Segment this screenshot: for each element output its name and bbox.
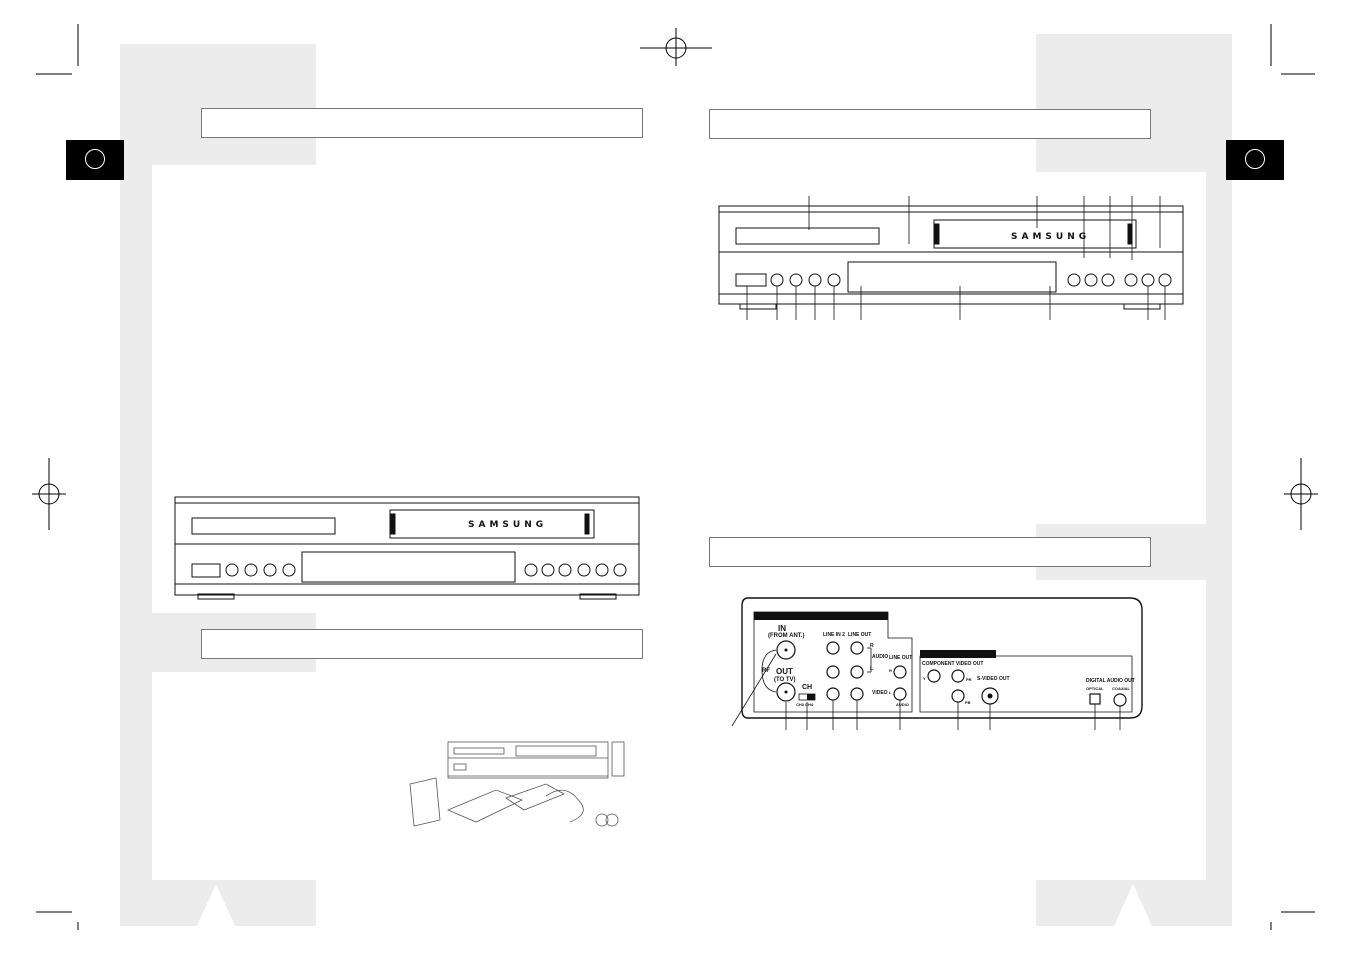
- component-pr-label: PR: [966, 677, 972, 682]
- line-out2-l-label: L: [889, 690, 892, 695]
- digital-audio-out-label: DIGITAL AUDIO OUT: [1086, 678, 1135, 684]
- section-header-right-top: [709, 109, 1151, 139]
- audio-l-label: L: [870, 666, 874, 672]
- line-out2-r-label: R: [889, 668, 892, 673]
- language-tab-left: [66, 140, 124, 180]
- line-out2-label: LINE OUT: [889, 655, 913, 661]
- rear-panel-diagram: [731, 597, 1143, 730]
- audio-sub-label: AUDIO: [896, 702, 909, 707]
- component-pb-label: PB: [965, 700, 971, 705]
- s-video-out-label: S-VIDEO OUT: [977, 676, 1010, 682]
- right-content-panel-bottom: [686, 580, 1206, 880]
- right-content-panel-top: [686, 172, 1206, 524]
- component-y-label: Y: [923, 676, 926, 681]
- ch-switch-sublabel: CH3 CH4: [796, 702, 814, 707]
- dvd-vcr-front-illustration: [174, 496, 640, 600]
- circle-icon: [85, 149, 105, 169]
- section-header-left-bottom: [201, 629, 643, 659]
- section-header-right-bottom: [709, 537, 1151, 567]
- circle-icon: [1245, 149, 1265, 169]
- language-tab-right: [1226, 140, 1284, 180]
- coaxial-label: COAXIAL: [1112, 686, 1130, 691]
- line-in2-label: LINE IN 2: [823, 632, 845, 638]
- front-panel-logo: SAMSUNG: [468, 520, 548, 530]
- accessories-illustration: [409, 741, 625, 827]
- front-panel-logo-2: SAMSUNG: [1011, 232, 1091, 242]
- section-header-left-top: [201, 108, 643, 138]
- audio-r-label: R: [870, 643, 874, 649]
- optical-label: OPTICAL: [1086, 686, 1104, 691]
- ch-label: CH: [802, 684, 813, 691]
- rf-out-label: OUT: [776, 667, 793, 676]
- line-out-label: LINE OUT: [848, 632, 872, 638]
- rf-out-sublabel: (TO TV): [774, 677, 796, 683]
- component-video-out-label: COMPONENT VIDEO OUT: [922, 661, 984, 667]
- front-panel-diagram: [718, 196, 1184, 320]
- video-label: VIDEO: [872, 690, 888, 696]
- rf-in-label: IN: [778, 624, 786, 633]
- rf-in-sublabel: (FROM ANT.): [768, 633, 805, 639]
- audio-label: AUDIO: [872, 654, 889, 660]
- rf-label: RF: [762, 668, 770, 674]
